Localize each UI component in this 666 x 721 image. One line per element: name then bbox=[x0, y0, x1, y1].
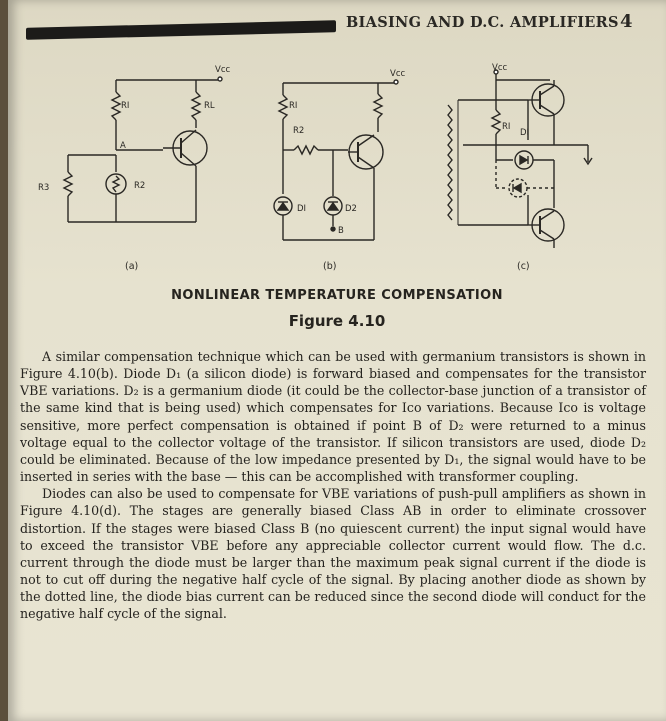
r1-label-c: RI bbox=[502, 122, 510, 132]
d1-label-c: DI bbox=[520, 128, 529, 138]
r1-label-b: RI bbox=[289, 101, 297, 111]
r3-label: R3 bbox=[38, 183, 49, 193]
vcc-label-b: Vcc bbox=[390, 69, 405, 79]
d2-label: D2 bbox=[345, 204, 357, 214]
caption-b: (b) bbox=[323, 261, 337, 272]
rl-label: RL bbox=[204, 101, 215, 111]
running-header: BIASING AND D.C. AMPLIFIERS bbox=[346, 14, 619, 31]
figure-number: Figure 4.10 bbox=[288, 312, 386, 330]
node-b-label: B bbox=[338, 226, 344, 236]
caption-a: (a) bbox=[125, 261, 139, 272]
d1-label-b: DI bbox=[297, 204, 306, 214]
circuit-b: Vcc RI R2 bbox=[273, 69, 405, 241]
paragraph-2: Diodes can also be used to compensate fo… bbox=[20, 486, 646, 622]
figure-title: NONLINEAR TEMPERATURE COMPENSATION bbox=[171, 288, 503, 303]
vcc-label-c: Vcc bbox=[492, 63, 507, 73]
circuit-figure: Vcc RI A RL R3 bbox=[38, 63, 593, 248]
vcc-label-a: Vcc bbox=[215, 65, 230, 75]
paragraph-1: A similar compensation technique which c… bbox=[20, 349, 646, 485]
r2-label-a: R2 bbox=[134, 181, 145, 191]
body-text: A similar compensation technique which c… bbox=[20, 348, 646, 623]
r2-label-b: R2 bbox=[293, 126, 304, 136]
page-number: 4 bbox=[620, 11, 633, 32]
node-a-label: A bbox=[120, 141, 126, 151]
book-page: BIASING AND D.C. AMPLIFIERS 4 Vcc RI A R… bbox=[8, 0, 666, 721]
circuit-a: Vcc RI A RL R3 bbox=[38, 65, 230, 223]
caption-c: (c) bbox=[517, 261, 530, 272]
circuit-c: Vcc RI DI bbox=[447, 63, 593, 248]
r1-label-a: RI bbox=[121, 101, 129, 111]
